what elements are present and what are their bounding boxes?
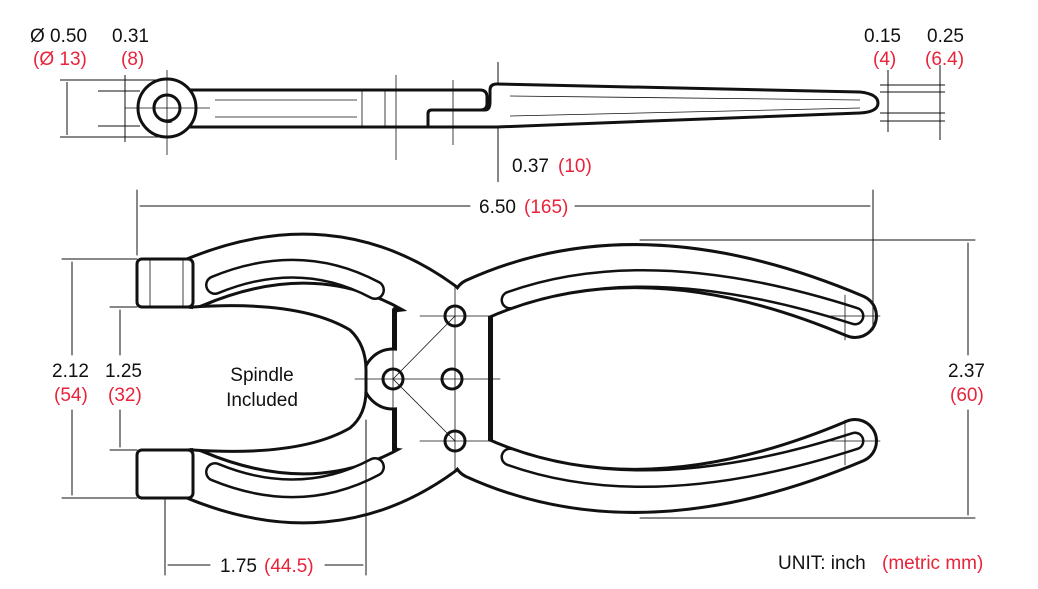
overall-length-metric: (165) — [524, 197, 568, 218]
jaw-opening-metric: (32) — [108, 385, 142, 406]
top-view — [60, 62, 945, 182]
eye-diameter-inch: Ø 0.50 — [30, 26, 87, 47]
tip-thickness-metric: (4) — [873, 49, 896, 70]
upper-jaw-pad — [135, 257, 195, 309]
bar-thickness-inch: 0.31 — [112, 26, 149, 47]
step-height-metric: (10) — [558, 156, 592, 177]
jaw-outer-inch: 2.12 — [52, 361, 89, 382]
spindle-note: Spindle — [230, 365, 293, 386]
bar-thickness-metric: (8) — [121, 49, 144, 70]
handle-span-metric: (60) — [950, 385, 984, 406]
unit-metric: (metric mm) — [882, 553, 983, 574]
tip-thickness-inch: 0.15 — [864, 26, 901, 47]
step-height-inch: 0.37 — [512, 156, 549, 177]
handle-span-inch: 2.37 — [948, 361, 985, 382]
eye-diameter-metric: (Ø 13) — [33, 49, 87, 70]
jaw-opening-inch: 1.25 — [105, 361, 142, 382]
handle-thickness-metric: (6.4) — [925, 49, 964, 70]
jaw-outer-metric: (54) — [54, 385, 88, 406]
overall-length-inch: 6.50 — [479, 197, 516, 218]
handle-thickness-inch: 0.25 — [927, 26, 964, 47]
front-view — [61, 189, 976, 576]
jaw-depth-inch: 1.75 — [220, 556, 257, 577]
spindle-note-2: Included — [226, 390, 298, 411]
lower-jaw-pad — [135, 448, 195, 500]
unit-label: UNIT: inch — [778, 553, 866, 574]
jaw-depth-metric: (44.5) — [264, 556, 314, 577]
